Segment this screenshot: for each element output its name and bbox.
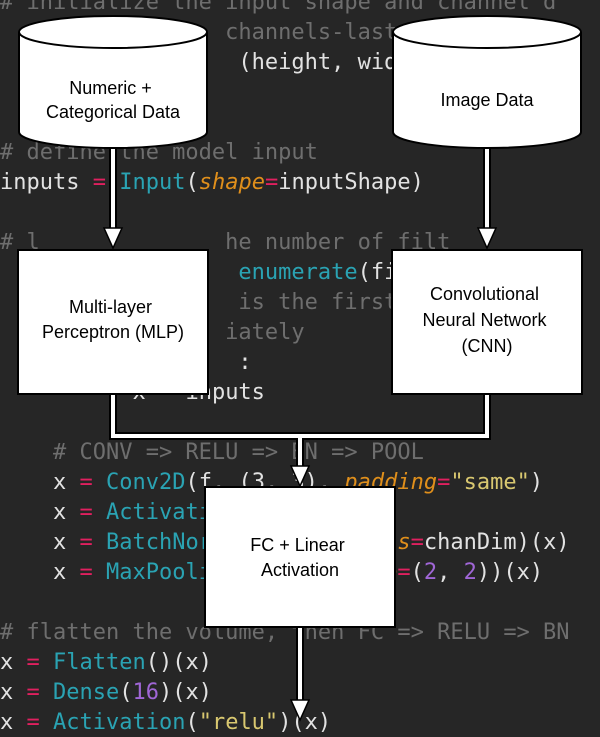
arrowhead-icon: [289, 699, 311, 722]
code-token: 2: [423, 560, 438, 585]
code-token: (fi: [357, 260, 398, 285]
code-token: x: [0, 680, 14, 705]
code-token: channels-last: [225, 20, 398, 45]
code-token: x: [0, 530, 67, 555]
code-token: 16: [132, 680, 159, 705]
arrowhead-icon: [102, 227, 124, 250]
code-token: is the first: [238, 290, 398, 315]
code-token: (: [410, 560, 424, 585]
code-token: (: [119, 680, 133, 705]
code-line: # CONV => RELU => BN => POOL: [0, 438, 424, 468]
code-token: (: [185, 170, 199, 195]
code-line: x = Flatten()(x): [0, 648, 212, 678]
code-token: Dense: [53, 680, 120, 705]
code-token: # initialize the input shape and channel…: [0, 0, 557, 15]
code-token: x: [0, 470, 67, 495]
connector-merge-to-fc: [109, 394, 491, 488]
code-line: inputs = Input(shape=inputShape): [0, 168, 424, 198]
code-line: x = Dense(16)(x): [0, 678, 212, 708]
code-token: # CONV => RELU => BN => POOL: [0, 440, 424, 465]
code-token: =: [410, 530, 424, 555]
code-token: x: [0, 710, 14, 735]
code-token: x: [0, 560, 67, 585]
cnn-label: Convolutional Neural Network (CNN): [422, 284, 551, 356]
code-token: x: [0, 500, 67, 525]
arrowhead-icon: [476, 227, 498, 250]
connectors: [102, 148, 498, 722]
mlp-box: Multi-layer Perceptron (MLP): [17, 249, 209, 395]
code-token: ): [529, 470, 544, 495]
code-line: # initialize the input shape and channel…: [0, 0, 556, 18]
code-line: is the first: [0, 288, 397, 318]
code-token: ,: [437, 560, 464, 585]
code-token: ()(x): [145, 650, 212, 675]
code-token: :: [238, 350, 252, 375]
code-token: "relu": [198, 710, 279, 735]
image-data-cylinder: Image Data: [392, 15, 582, 149]
code-token: "same": [450, 470, 530, 495]
code-token: =: [66, 500, 106, 525]
code-line: enumerate(fi: [0, 258, 397, 288]
code-token: =: [79, 170, 120, 195]
code-line: x = Conv2D(f, (3, 3), padding="same"): [0, 468, 543, 498]
code-token: =: [397, 560, 411, 585]
code-line: iately: [0, 318, 305, 348]
code-token: Flatten: [53, 650, 146, 675]
code-token: =: [13, 650, 53, 675]
code-line: channels-last: [0, 18, 397, 48]
code-token: =: [66, 530, 106, 555]
arrowhead-icon: [289, 465, 311, 488]
code-token: shape: [198, 170, 265, 195]
code-token: iately: [225, 320, 305, 345]
code-line: x = Activation("relu")(x): [0, 708, 331, 737]
code-token: chanDim)(x): [423, 530, 570, 555]
image-data-label: Image Data: [440, 90, 534, 110]
mlp-label: Multi-layer Perceptron (MLP): [42, 297, 184, 342]
code-token: Input: [119, 170, 186, 195]
code-token: (: [185, 710, 199, 735]
code-token: =: [66, 560, 106, 585]
code-token: =: [264, 170, 279, 195]
numeric-data-cylinder: Numeric + Categorical Data: [18, 15, 208, 149]
code-token: Activation: [53, 710, 186, 735]
code-token: x: [0, 650, 14, 675]
connector-numeric-to-mlp: [102, 148, 124, 250]
code-token: =: [13, 680, 53, 705]
cnn-box: Convolutional Neural Network (CNN): [391, 249, 583, 395]
fc-label: FC + Linear Activation: [250, 535, 350, 580]
code-token: =: [66, 470, 106, 495]
code-token: enumerate: [238, 260, 358, 285]
code-token: ))(x): [476, 560, 544, 585]
connector-image-to-cnn: [476, 148, 498, 250]
code-token: =: [13, 710, 53, 735]
code-token: 2: [463, 560, 477, 585]
connector-fc-output: [289, 627, 311, 722]
code-token: Conv2D: [105, 470, 186, 495]
numeric-data-label: Numeric + Categorical Data: [46, 78, 181, 122]
code-token: inputs: [0, 170, 80, 195]
code-token: =: [437, 470, 451, 495]
fc-box: FC + Linear Activation: [204, 486, 396, 628]
code-token: inputShape): [278, 170, 424, 195]
code-line: :: [0, 348, 252, 378]
code-token: )(x): [278, 710, 332, 735]
code-token: )(x): [158, 680, 212, 705]
